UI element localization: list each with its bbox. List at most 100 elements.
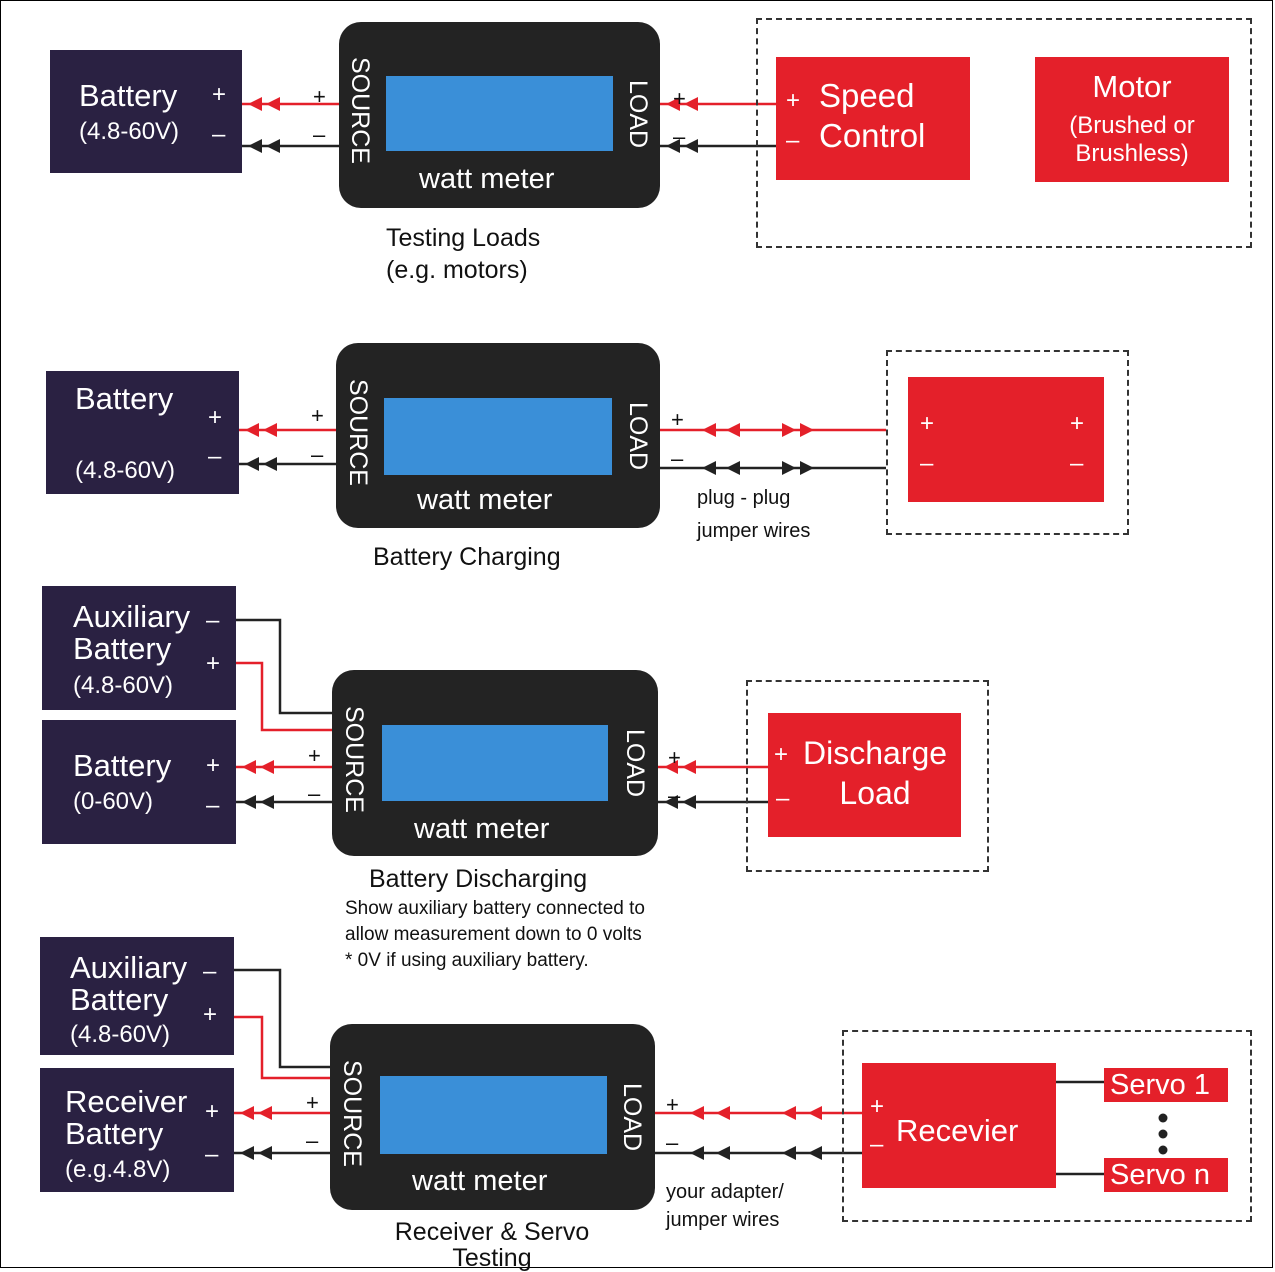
connector-arrowhead [666, 97, 680, 111]
note-line-3: * 0V if using auxiliary battery. [345, 950, 589, 971]
connector-arrowhead [242, 760, 256, 774]
speed-control-title-1: Speed [819, 77, 915, 114]
caption-line-1: Receiver & Servo [394, 1218, 590, 1246]
motor-title: Motor [1092, 69, 1172, 104]
motor-subtitle-2: Brushless) [1075, 140, 1189, 167]
meter-screen [384, 398, 612, 475]
discharge-title-1: Discharge [802, 735, 948, 771]
receiver-battery-box: Receiver Battery (e.g.4.8V) + – [40, 1068, 234, 1192]
receiver-battery-title-2: Battery [65, 1116, 164, 1151]
battery-minus: – [212, 121, 226, 148]
battery-voltage: (4.8-60V) [79, 118, 180, 145]
receiver-battery-plus: + [205, 1098, 220, 1125]
connector-arrowhead [664, 760, 678, 774]
connector-arrowhead [800, 461, 814, 475]
connector-arrowhead [716, 1106, 730, 1120]
servo-ellipsis-dots [1158, 1113, 1168, 1155]
battery-box: Battery (0-60V) + – [42, 720, 236, 844]
speed-control-title-2: Control [819, 117, 926, 154]
connector-arrowhead [666, 139, 680, 153]
servo-n-label: Servo n [1110, 1159, 1210, 1191]
caption-line-1: Battery Charging [373, 543, 561, 571]
connector-arrowhead [263, 457, 277, 471]
meter-name: watt meter [419, 163, 555, 195]
connector-arrowhead [248, 139, 262, 153]
meter-screen [382, 725, 608, 801]
battery-box: Battery (4.8-60V) + – [50, 50, 242, 173]
load-plus: + [671, 407, 684, 432]
load-minus: – [666, 1130, 679, 1155]
load-label: LOAD [621, 729, 649, 798]
discharge-title-2: Load [839, 775, 911, 811]
source-label: SOURCE [340, 706, 368, 813]
connector-arrowhead [690, 1146, 704, 1160]
battery-minus: – [208, 443, 222, 470]
source-label: SOURCE [338, 1060, 366, 1167]
connector-arrowhead [242, 795, 256, 809]
aux-wire-negative [236, 618, 333, 715]
load-minus: – [673, 124, 686, 149]
connector-arrowhead [664, 795, 678, 809]
connector-arrowhead [260, 760, 274, 774]
receiver-battery-voltage: (e.g.4.8V) [65, 1156, 171, 1183]
meter-minus: – [306, 1128, 319, 1153]
connector-arrowhead [240, 1146, 254, 1160]
aux-plus: + [203, 1001, 218, 1028]
watt-meter: SOURCE LOAD watt meter [339, 22, 660, 208]
aux-minus: – [206, 607, 220, 634]
aux-wire-negative [234, 968, 331, 1069]
receiver-box: + – Recevier [862, 1063, 1056, 1188]
load-label: LOAD [624, 402, 652, 471]
receiver-battery-minus: – [205, 1141, 219, 1168]
meter-screen [386, 76, 613, 151]
source-label: SOURCE [344, 379, 372, 486]
source-label: SOURCE [346, 57, 374, 164]
connector-arrowhead [240, 1106, 254, 1120]
caption-line-2: Testing [452, 1244, 532, 1272]
meter-plus: + [308, 743, 321, 768]
charger-box: + – + – [908, 377, 1104, 502]
receiver-battery-title-1: Receiver [65, 1084, 188, 1119]
note-line-1: Show auxiliary battery connected to [345, 898, 645, 919]
battery-title: Battery [75, 381, 174, 416]
charger-plus-right: + [1070, 410, 1085, 437]
receiver-minus: – [870, 1131, 884, 1158]
connector-arrowhead [716, 1146, 730, 1160]
connector-arrowhead [726, 461, 740, 475]
aux-voltage: (4.8-60V) [70, 1021, 171, 1048]
motor-subtitle-1: (Brushed or [1069, 112, 1195, 139]
battery-title: Battery [73, 748, 172, 783]
connector-arrowhead [245, 457, 259, 471]
servo-n-box: Servo n [1104, 1158, 1228, 1192]
battery-box: Battery (4.8-60V) + – [46, 371, 239, 494]
speed-control-plus: + [786, 87, 801, 114]
connector-arrowhead [808, 1146, 822, 1160]
load-label: LOAD [624, 80, 652, 149]
aux-plus: + [206, 650, 221, 677]
auxiliary-battery-box: Auxiliary Battery (4.8-60V) – + [42, 586, 236, 710]
battery-plus: + [208, 404, 223, 431]
aux-title-1: Auxiliary [70, 950, 188, 985]
load-plus: + [673, 86, 686, 111]
aux-voltage: (4.8-60V) [73, 672, 174, 699]
discharge-load-outline [746, 680, 989, 872]
battery-voltage: (0-60V) [73, 788, 154, 815]
discharge-load-box: + – Discharge Load [768, 713, 961, 837]
meter-minus: – [313, 122, 326, 147]
motor-box: Motor (Brushed or Brushless) [1035, 57, 1229, 182]
charger-minus-right: – [1070, 450, 1084, 477]
aux-wire-positive [236, 661, 333, 732]
connector-arrowhead [702, 423, 716, 437]
adapter-note-2: jumper wires [666, 1209, 780, 1231]
discharge-plus: + [774, 741, 789, 768]
caption-line-1: Battery Discharging [369, 865, 588, 893]
meter-screen [380, 1076, 607, 1154]
adapter-note-1: your adapter/ [666, 1181, 784, 1203]
load-label: LOAD [618, 1083, 646, 1152]
connector-arrowhead [266, 139, 280, 153]
aux-title-1: Auxiliary [73, 599, 191, 634]
meter-name: watt meter [417, 484, 553, 516]
connector-arrowhead [782, 1106, 796, 1120]
watt-meter: SOURCE LOAD watt meter [330, 1024, 655, 1210]
